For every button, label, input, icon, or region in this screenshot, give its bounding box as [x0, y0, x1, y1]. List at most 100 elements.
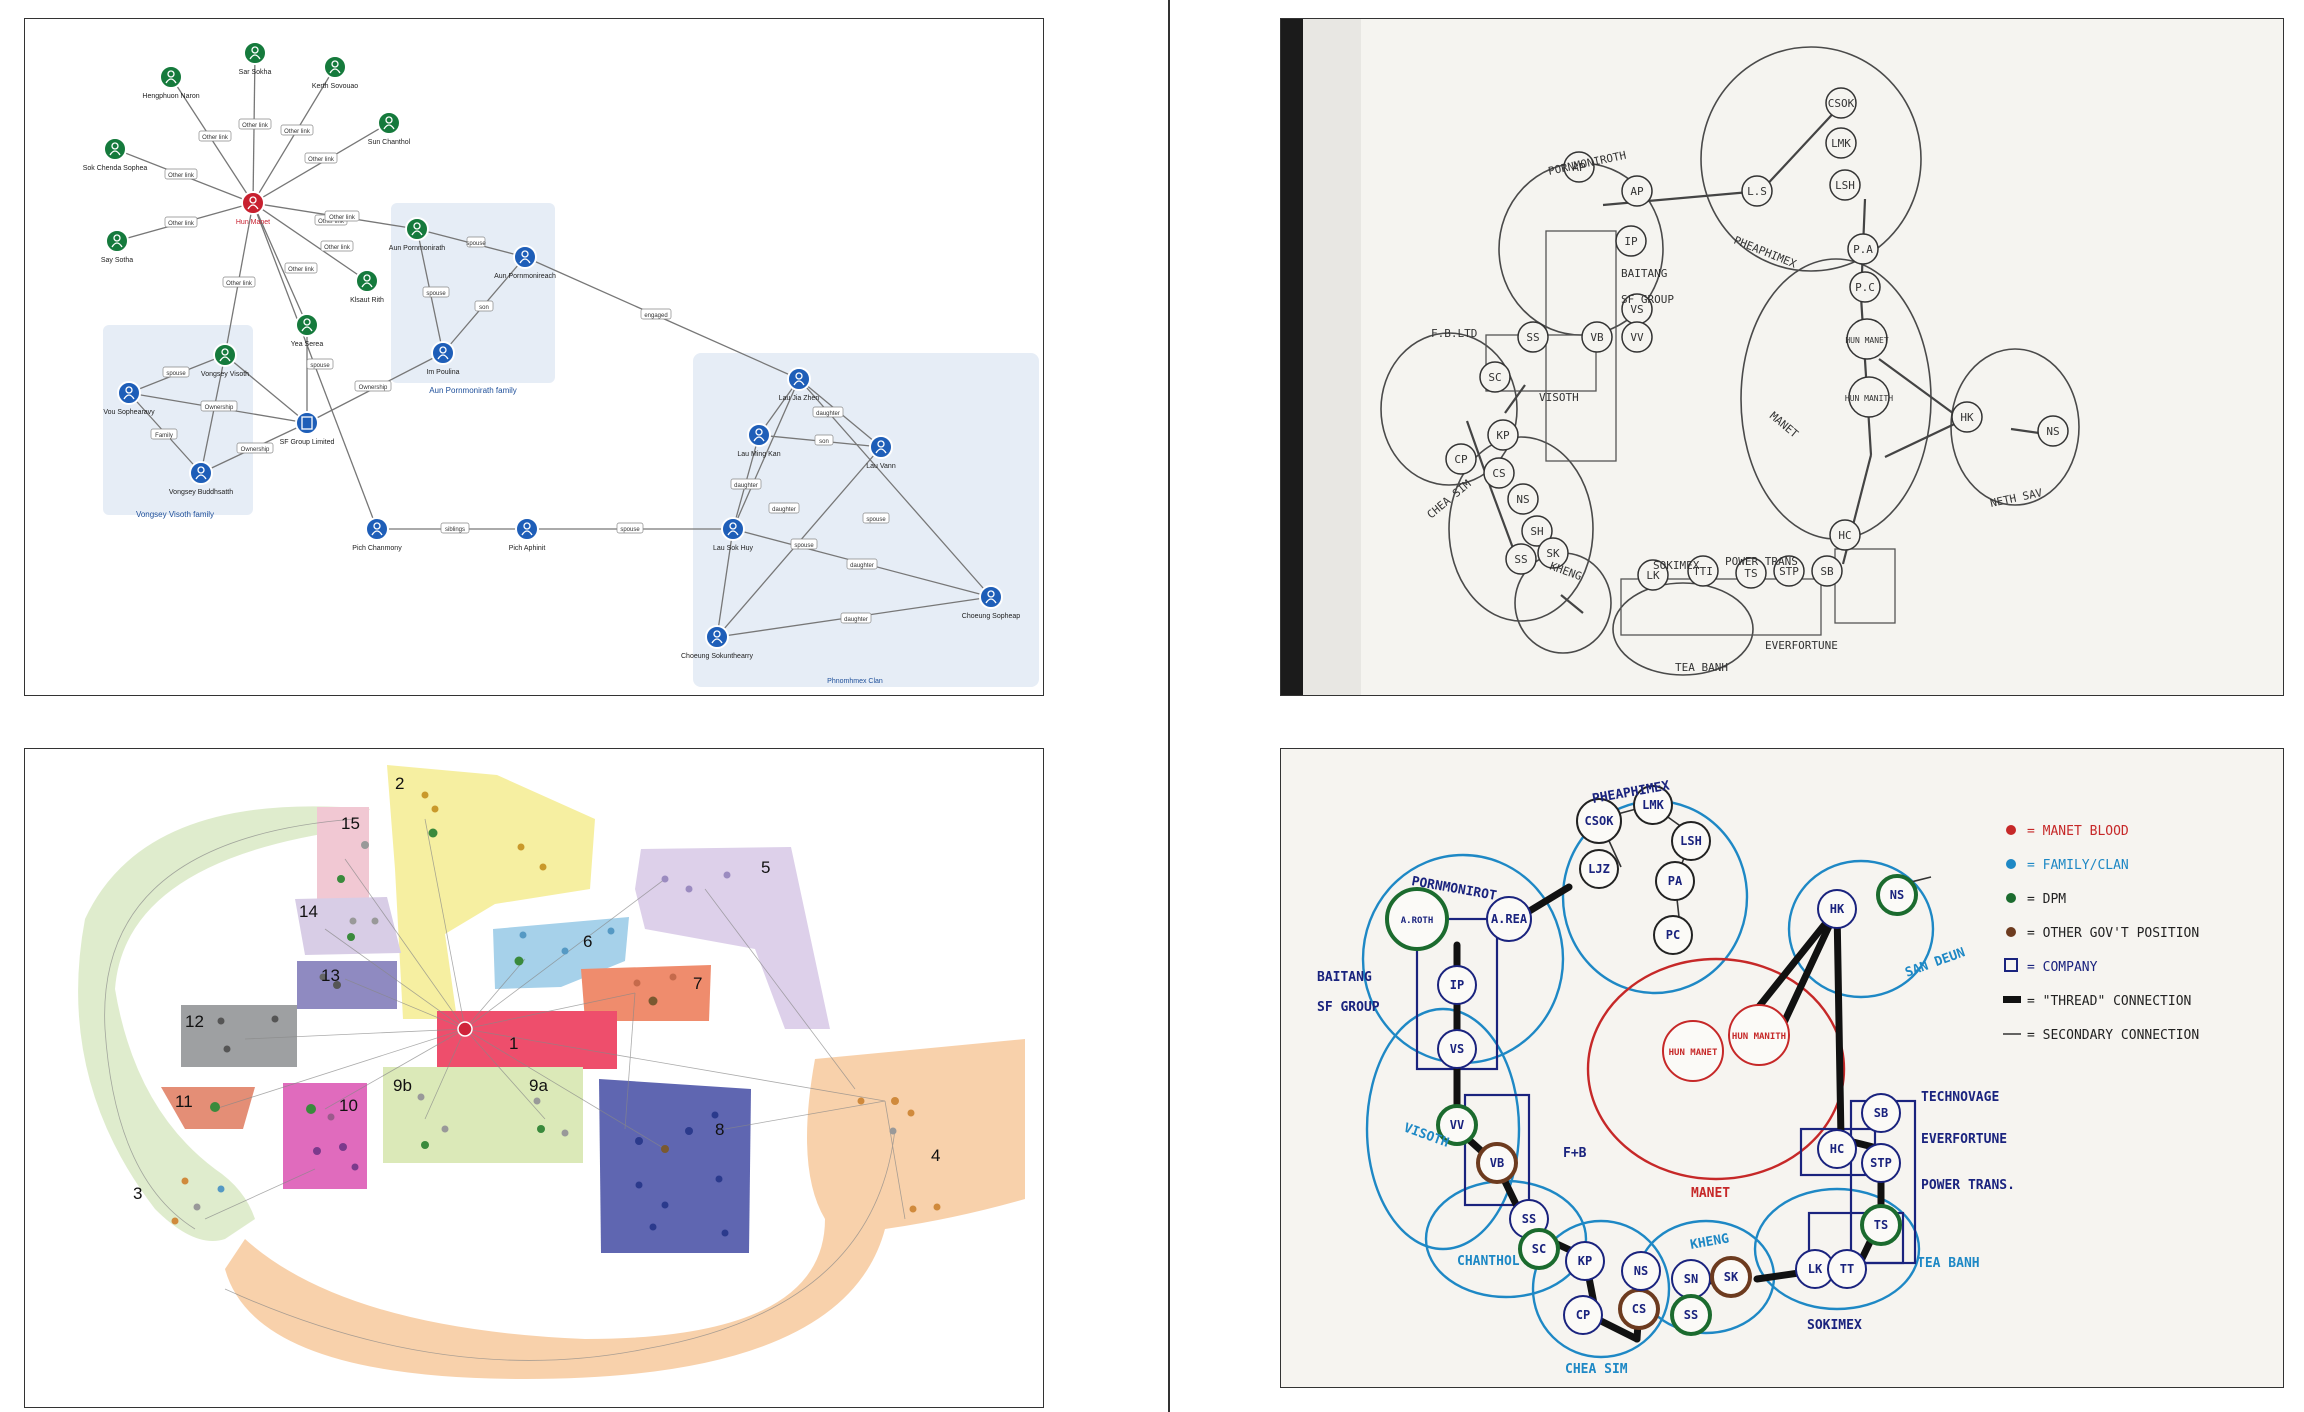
svg-text:son: son [819, 439, 829, 445]
svg-text:6: 6 [583, 932, 592, 951]
graph-node-say-sotha[interactable]: Say Sotha [101, 229, 133, 264]
legend-item: = "THREAD" CONNECTION [2003, 994, 2191, 1009]
sketch-node-label: VB [1590, 331, 1604, 344]
graph-node-yea-serea[interactable]: Yea Serea [291, 313, 324, 348]
graph-node-vongsey-visoth[interactable]: Vongsey Visoth [201, 343, 249, 378]
graph-node-pich-chanmony[interactable]: Pich Chanmony [352, 517, 402, 552]
svg-text:12: 12 [185, 1012, 204, 1031]
sketch-node-label: LMK [1831, 137, 1851, 150]
marker-node-label: NS [1890, 888, 1904, 902]
marker-node-label: STP [1870, 1156, 1892, 1170]
marker-node-label: SB [1874, 1106, 1888, 1120]
sketch-node-label: SK [1546, 547, 1560, 560]
graph-node-sar-sokha[interactable]: Sar Sokha [239, 41, 272, 76]
graph-node-vou-sophearavy[interactable]: Vou Sophearavy [103, 381, 155, 416]
cluster-2 [387, 765, 595, 1019]
graph-node-lau-vann[interactable]: Lau Vann [866, 435, 896, 470]
svg-text:Other link: Other link [242, 123, 269, 129]
graph-node-aun-pornmonirath[interactable]: Aun Pornmonirath [389, 217, 446, 252]
graph-node-sok-chenda[interactable]: Sok Chenda Sophea [83, 137, 148, 172]
graph-node-lau-sok-huy[interactable]: Lau Sok Huy [713, 517, 754, 552]
graph-node-sun-chanthol[interactable]: Sun Chanthol [368, 111, 411, 146]
graph-node-kerith[interactable]: Kerth Sovouao [312, 55, 358, 90]
edge-labels: Other link Other link Other link Other l… [150, 118, 890, 624]
graph-node-vongsey-buddhsatth[interactable]: Vongsey Buddhsatth [169, 461, 233, 496]
marker-node-label: SS [1684, 1308, 1698, 1322]
marker-node [1579, 849, 1619, 889]
legend-text: = FAMILY/CLAN [2027, 858, 2129, 873]
svg-text:CHEA SIM: CHEA SIM [1565, 1362, 1628, 1377]
sketch-node-label: STP [1779, 565, 1799, 578]
sketch-node-label: CS [1492, 467, 1505, 480]
svg-text:engaged: engaged [644, 313, 667, 319]
marker-node-label: PA [1668, 874, 1683, 888]
marker-node [1437, 1029, 1477, 1069]
overview-nodes [171, 791, 941, 1237]
svg-text:KHENG: KHENG [1689, 1231, 1730, 1253]
marker-node-label: HK [1830, 902, 1845, 916]
graph-node-choeung-sopheap[interactable]: Choeung Sopheap [962, 585, 1020, 620]
graph-node-label: Lau Sok Huy [713, 545, 754, 552]
graph-node-label: Aun Pornmonireach [494, 273, 556, 280]
group-label: Aun Pornmonirath family [429, 386, 517, 395]
graph-node-pich-aphinit[interactable]: Pich Aphinit [509, 517, 546, 552]
sketch-node [1505, 543, 1537, 575]
marker-node [1861, 1093, 1901, 1133]
sketch-node [1847, 233, 1879, 265]
graph-node-kleang[interactable]: Klsaut Rith [350, 269, 384, 304]
graph-node-hengphuon[interactable]: Hengphuon Naron [142, 65, 200, 100]
graph-node-label: Im Poulina [426, 369, 459, 376]
marker-node [1876, 874, 1918, 916]
marker-node [1671, 821, 1711, 861]
graph-node-label: SF Group Limited [280, 439, 335, 446]
svg-text:13: 13 [321, 966, 340, 985]
graph-node-lau-jia-zhen[interactable]: Lau Jia Zhen [779, 367, 820, 402]
sketch-node-label: L.S [1747, 185, 1767, 198]
marker-node-label: A.ROTH [1401, 916, 1434, 926]
group-label: Phnomhmex Clan [827, 678, 883, 685]
graph-node-label: Vou Sophearavy [103, 409, 155, 416]
svg-text:2: 2 [395, 774, 404, 793]
marker-node [1437, 965, 1477, 1005]
graph-node-lau-ming-kan[interactable]: Lau Ming Kan [737, 423, 781, 458]
group-box-visoth [103, 325, 253, 515]
cluster-15 [317, 807, 369, 907]
legend: = MANET BLOOD= FAMILY/CLAN= DPM= OTHER G… [2003, 824, 2199, 1043]
svg-text:TEA BANH: TEA BANH [1675, 661, 1728, 674]
sketch-node [1848, 376, 1890, 418]
sketch-node [1735, 557, 1767, 589]
graph-node-sf-group[interactable]: SF Group Limited [280, 411, 335, 446]
svg-text:spouse: spouse [310, 363, 330, 369]
marker-node [1486, 896, 1532, 942]
marker-node-label: KP [1578, 1254, 1592, 1268]
sketch-node [1825, 127, 1857, 159]
graph-node-aun-pornmonireach[interactable]: Aun Pornmonireach [494, 245, 556, 280]
graph-node-choeung-sochantheary[interactable]: Choeung Sokunthearry [681, 625, 753, 660]
sketch-node-label: AP [1630, 185, 1644, 198]
sketch-node [1479, 361, 1511, 393]
marker-node [1385, 887, 1449, 951]
graph-node-im-poulina[interactable]: Im Poulina [426, 341, 460, 376]
svg-text:F+B: F+B [1563, 1146, 1587, 1161]
graph-node-label: Choeung Sokunthearry [681, 653, 753, 660]
marker-node [1621, 1251, 1661, 1291]
svg-text:Other link: Other link [202, 135, 229, 141]
svg-text:7: 7 [693, 974, 702, 993]
svg-text:spouse: spouse [426, 291, 446, 297]
svg-text:1: 1 [509, 1034, 518, 1053]
svg-text:Family: Family [155, 433, 173, 439]
group-label: Vongsey Visoth family [136, 510, 214, 519]
svg-text:EVERFORTUNE: EVERFORTUNE [1921, 1132, 2007, 1147]
marker-node-label: TT [1840, 1262, 1854, 1276]
sketch-node-label: TTI [1693, 565, 1713, 578]
marker-node-label: LMK [1642, 798, 1664, 812]
graph-node-label: Pich Aphinit [509, 545, 546, 552]
svg-text:daughter: daughter [772, 507, 796, 513]
sketch-node [1829, 169, 1861, 201]
marker-node [1633, 785, 1673, 825]
sketch-node-label: P.A [1853, 243, 1873, 256]
sketch-node-label: LSH [1835, 179, 1855, 192]
graph-node-hun-manet[interactable]: Hun Manet [236, 191, 270, 226]
